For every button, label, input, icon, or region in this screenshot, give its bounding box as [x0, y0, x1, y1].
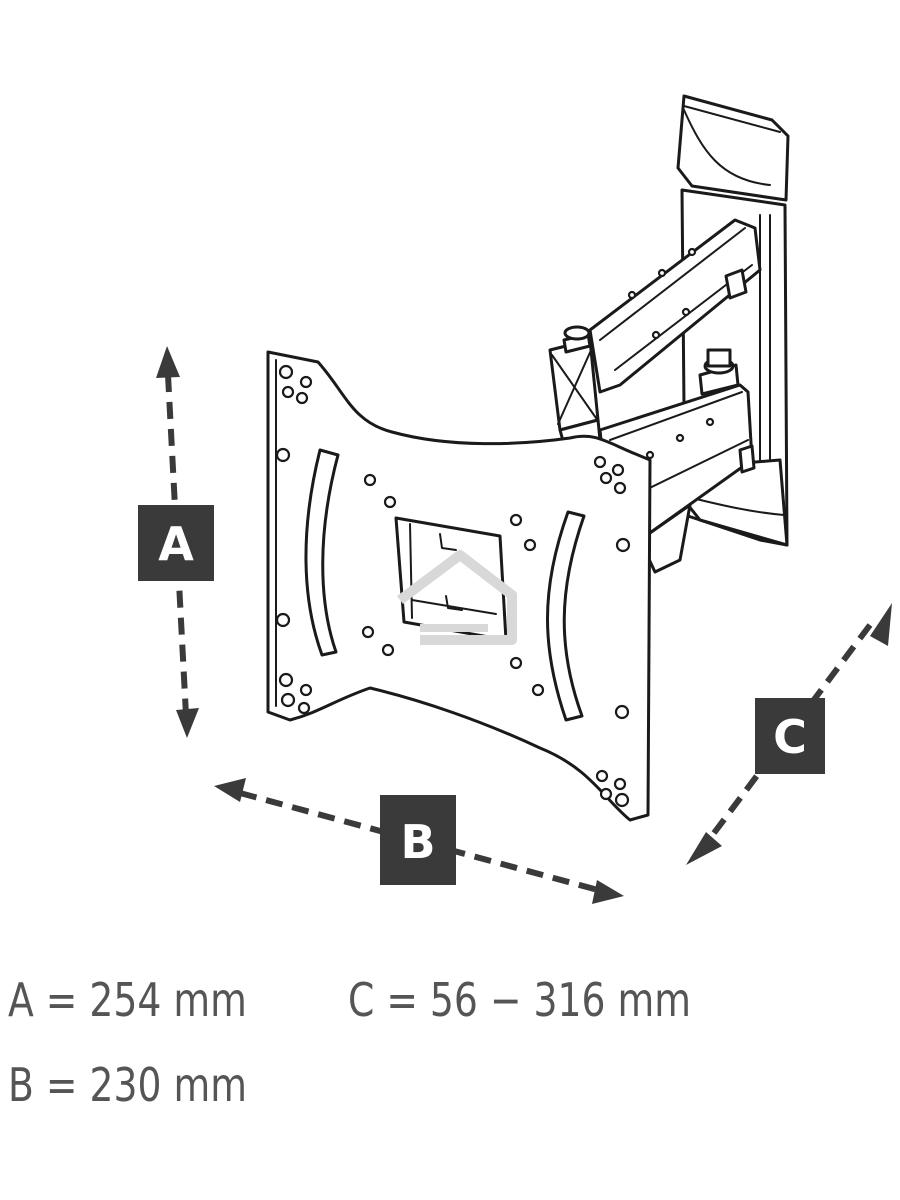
- dimension-c: C: [686, 603, 892, 865]
- label-b-box: [380, 795, 456, 885]
- dimension-b-value: B = 230 mm: [8, 1058, 247, 1112]
- upper-arm: [588, 218, 762, 394]
- label-a-box: [138, 505, 214, 581]
- dimension-b: B: [214, 778, 624, 904]
- dimension-c-value: C = 56 − 316 mm: [348, 973, 691, 1027]
- label-c: C: [773, 710, 807, 764]
- house-watermark-icon: [397, 550, 517, 645]
- label-a: A: [158, 517, 194, 571]
- dimension-a-value: A = 254 mm: [8, 973, 247, 1027]
- label-b: B: [400, 815, 435, 869]
- label-c-box: [755, 698, 825, 774]
- dimension-a: A: [138, 346, 214, 738]
- tv-plate: [266, 350, 652, 822]
